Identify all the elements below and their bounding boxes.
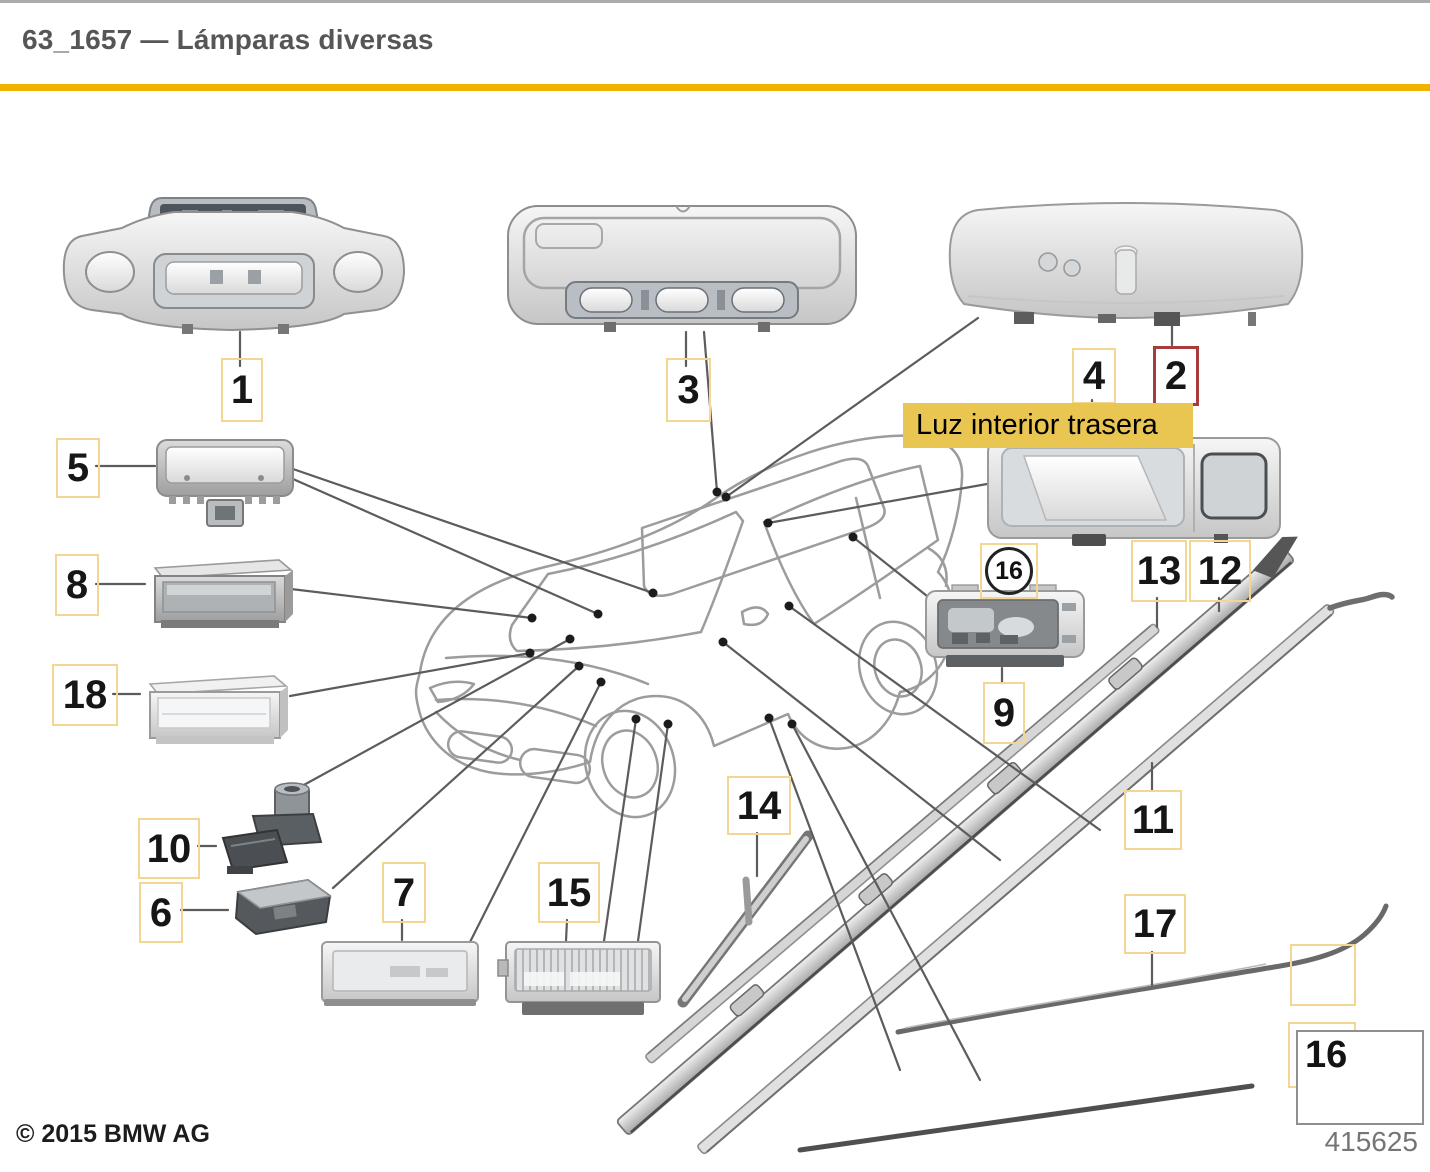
tooltip-luz-interior-trasera: Luz interior trasera — [903, 403, 1193, 448]
part-5-vanity-lamp[interactable] — [156, 439, 294, 527]
part-4-rear-dome-lamp[interactable] — [987, 437, 1281, 546]
callout-17[interactable]: 17 — [1124, 894, 1186, 954]
callout-2-highlighted[interactable]: 2 — [1153, 346, 1199, 406]
hotspot-dots — [525, 487, 858, 729]
callout-8[interactable]: 8 — [55, 554, 99, 616]
strip-11-light-strip[interactable] — [697, 591, 1395, 1155]
top-divider — [0, 0, 1430, 3]
part-2-rear-interior-light[interactable] — [948, 202, 1304, 326]
circled-number: 16 — [985, 547, 1033, 595]
callout-3[interactable]: 3 — [666, 358, 711, 422]
strip-12-roof-rail[interactable] — [608, 525, 1309, 1136]
callout-7[interactable]: 7 — [382, 862, 426, 923]
callout-15[interactable]: 15 — [538, 862, 600, 923]
callout-5[interactable]: 5 — [56, 438, 100, 498]
part-3-roof-console[interactable] — [507, 205, 857, 332]
callout-4[interactable]: 4 — [1072, 348, 1116, 404]
part-15-grid-lamp[interactable] — [497, 941, 661, 1015]
part-1-front-roof-console[interactable] — [62, 197, 406, 334]
document-number: 415625 — [1324, 1126, 1418, 1157]
callout-6[interactable]: 6 — [139, 882, 183, 943]
strip-dark-trim[interactable] — [797, 1083, 1255, 1153]
part-14-rod[interactable] — [677, 830, 814, 1008]
callout-1[interactable]: 1 — [221, 358, 263, 422]
bulb-box-number: 16 — [1305, 1034, 1348, 1076]
callout-16-circled[interactable]: 16 — [980, 543, 1038, 599]
callout-18[interactable]: 18 — [52, 664, 118, 726]
callout-11[interactable]: 11 — [1124, 790, 1182, 850]
part-7-footwell-lamp[interactable] — [321, 941, 479, 1006]
part-10-lamp-socket[interactable] — [221, 782, 323, 874]
callout-9[interactable]: 9 — [983, 682, 1025, 744]
callout-12[interactable]: 12 — [1189, 540, 1251, 602]
callout-10[interactable]: 10 — [138, 818, 200, 879]
accent-rule — [0, 84, 1430, 91]
leader-lines — [94, 316, 1221, 1082]
page-title: 63_1657 — Lámparas diversas — [22, 24, 434, 55]
copyright-notice: © 2015 BMW AG — [16, 1120, 210, 1148]
bulb-legend-box[interactable]: 16 — [1296, 1030, 1424, 1125]
car-outline — [414, 434, 964, 819]
callout-14[interactable]: 14 — [727, 776, 791, 835]
callout-13[interactable]: 13 — [1131, 540, 1187, 602]
part-8-interior-lamp[interactable] — [153, 559, 294, 628]
part-18-interior-lamp[interactable] — [148, 675, 289, 744]
part-6-small-lamp[interactable] — [234, 878, 333, 936]
